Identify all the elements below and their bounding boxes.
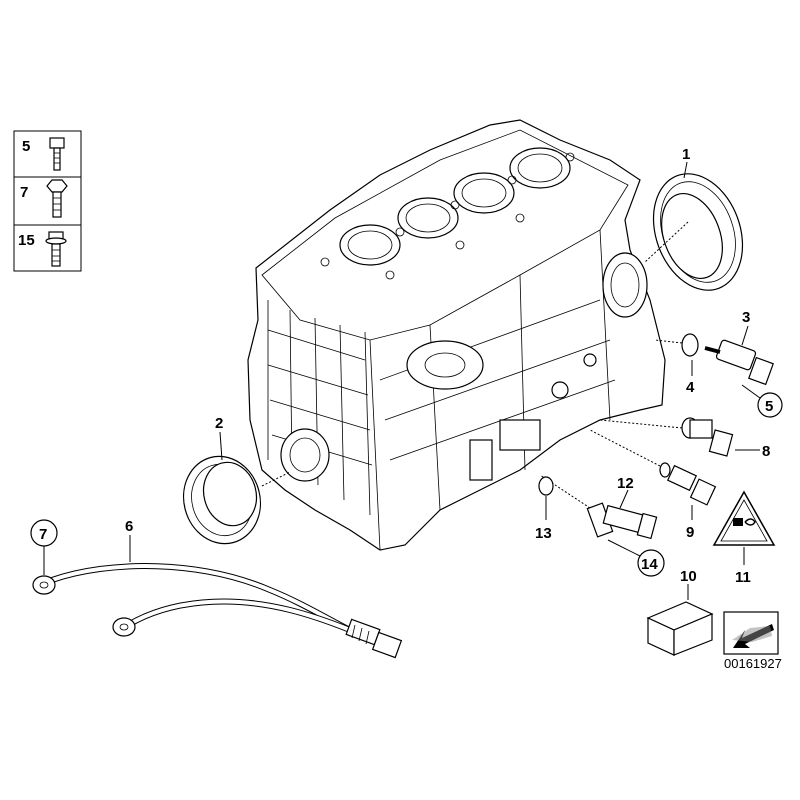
callout-11: 11 [735, 569, 751, 586]
hex-bolt-icon [46, 179, 68, 218]
reference-number: 00161927 [724, 656, 782, 671]
callout-13: 13 [535, 525, 552, 542]
callout-5: 5 [765, 398, 773, 415]
callout-3: 3 [742, 309, 750, 326]
engine-block [247, 119, 666, 551]
callout-8: 8 [762, 443, 770, 460]
legend-number-5: 5 [22, 138, 30, 155]
callout-14-circle [637, 549, 665, 577]
temperature-sensor [659, 462, 717, 506]
socket-cap-screw-icon [49, 137, 65, 171]
fastener-legend: 5 7 15 [13, 130, 82, 272]
sealing-ring [538, 476, 554, 496]
callout-4: 4 [686, 379, 695, 396]
flange-bolt-icon [45, 231, 67, 267]
warning-label-triangle [712, 490, 776, 546]
legend-number-15: 15 [18, 232, 35, 249]
callout-12: 12 [617, 475, 634, 492]
crankshaft-sensor [704, 339, 774, 386]
callout-6: 6 [125, 518, 133, 535]
solenoid-valve [586, 502, 658, 540]
reference-arrow-box [723, 611, 779, 655]
callout-10: 10 [680, 568, 697, 585]
oil-pressure-switch [681, 417, 734, 457]
callout-7: 7 [39, 526, 47, 543]
callout-9: 9 [686, 524, 694, 541]
rear-shaft-seal [652, 173, 744, 291]
callout-2: 2 [215, 415, 223, 432]
callout-14: 14 [641, 556, 658, 573]
legend-number-7: 7 [20, 184, 28, 201]
front-shaft-seal [182, 455, 262, 545]
callout-5-circle [757, 392, 783, 418]
parts-box [646, 601, 714, 656]
o-ring [681, 333, 699, 357]
knock-sensor-harness [32, 563, 403, 659]
callout-1: 1 [682, 146, 690, 163]
